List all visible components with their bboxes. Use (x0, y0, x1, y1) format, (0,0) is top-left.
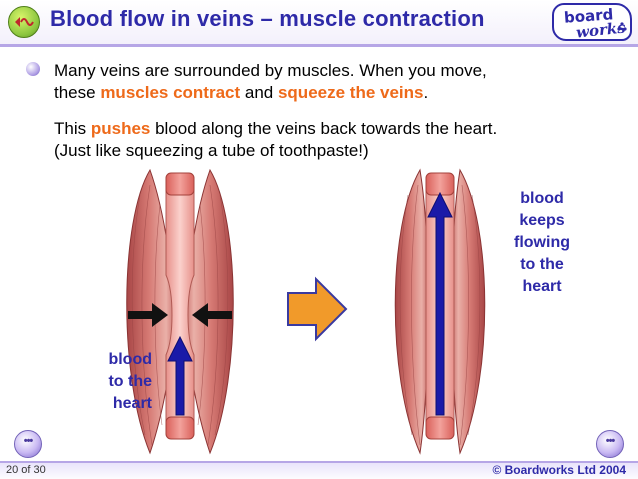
left-vein-bottom-cap (165, 416, 195, 440)
left-squeeze-arrow (128, 303, 168, 327)
highlight-squeeze-veins: squeeze the veins (277, 83, 424, 102)
label-blood-keeps-flowing: blood keeps flowing to the heart (497, 188, 587, 298)
label-line: blood (108, 351, 152, 368)
label-blood-to-heart: blood to the heart (78, 349, 152, 415)
page-indicator: 20 of 30 (6, 464, 46, 476)
right-vein-top-cap (425, 172, 455, 196)
prev-dots-icon: ••• (23, 435, 34, 447)
p2-text-a: This (54, 119, 91, 138)
left-vein-top-cap (165, 172, 195, 196)
p1-text-b: these (54, 83, 101, 102)
boardworks-section-icon (8, 6, 40, 38)
paragraph-1: Many veins are surrounded by muscles. Wh… (54, 60, 487, 104)
p1-text-d: . (423, 83, 429, 102)
label-line: flowing (514, 234, 570, 251)
right-vein-bottom-cap (425, 416, 455, 440)
page-title: Blood flow in veins – muscle contraction (50, 6, 485, 31)
label-line: heart (522, 278, 562, 295)
highlight-pushes: pushes (90, 119, 151, 138)
paragraph-2: This pushes blood along the veins back t… (54, 118, 497, 162)
highlight-muscles-contract: muscles contract (100, 83, 241, 102)
p1-line1: Many veins are surrounded by muscles. Wh… (54, 61, 487, 80)
label-line: blood (520, 190, 564, 207)
p2-text-b: blood along the veins back towards the h… (150, 119, 498, 138)
right-muscle-fibers (399, 184, 481, 446)
right-squeeze-arrow (192, 303, 232, 327)
vein-muscle-diagram (126, 168, 486, 455)
p2-text-c: (Just like squeezing a tube of toothpast… (54, 141, 369, 160)
copyright: © Boardworks Ltd 2004 (492, 463, 626, 477)
label-line: keeps (519, 212, 565, 229)
next-slide-button[interactable]: ••• (596, 430, 624, 458)
left-diagram (126, 168, 234, 455)
label-line: to the (108, 373, 152, 390)
label-line: heart (112, 395, 152, 412)
header-bar (0, 0, 638, 47)
boardworks-logo: board works (552, 3, 632, 42)
right-diagram (394, 168, 486, 455)
transition-arrow-icon (287, 276, 348, 342)
left-blood-arrow (167, 335, 193, 416)
next-dots-icon: ••• (605, 435, 616, 447)
label-line: to the (520, 256, 564, 273)
bullet-icon (26, 62, 40, 76)
right-blood-arrow (427, 191, 453, 416)
p1-text-c: and (240, 83, 278, 102)
logo-dots-icon (617, 22, 627, 31)
previous-slide-button[interactable]: ••• (14, 430, 42, 458)
footer-bar (0, 461, 638, 479)
